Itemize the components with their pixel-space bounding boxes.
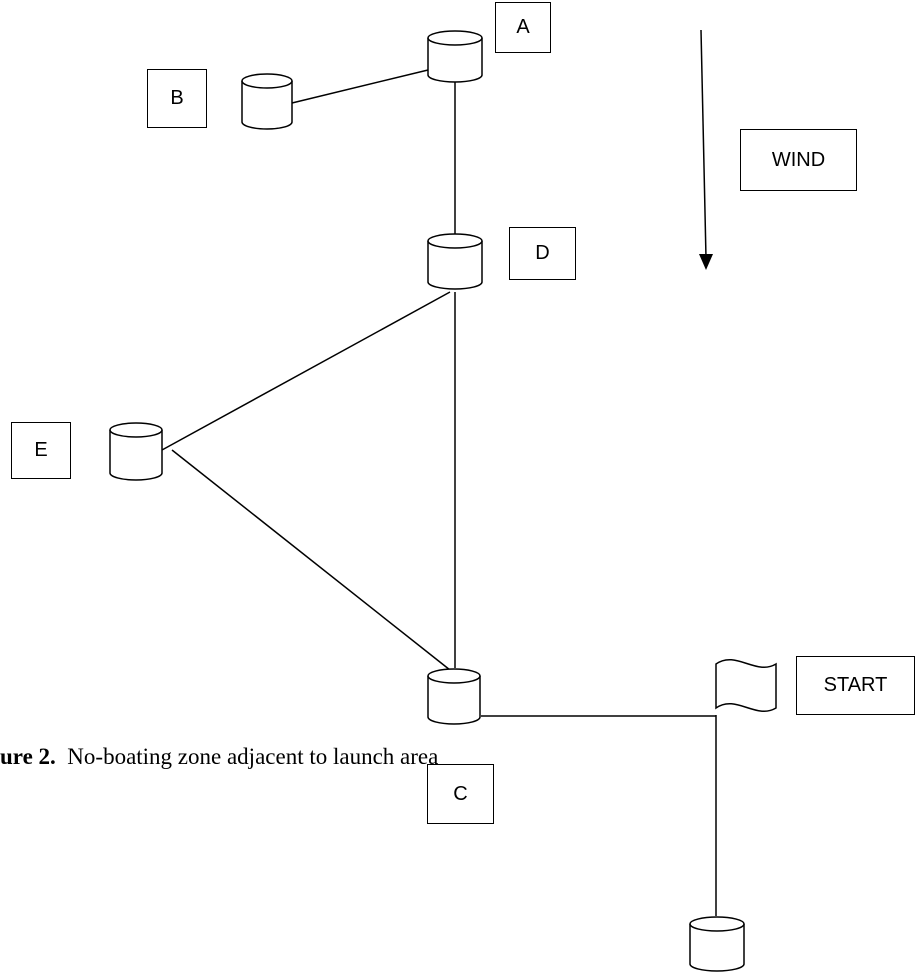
- start-flag-icon: [715, 658, 777, 712]
- label-wind: WIND: [740, 129, 857, 191]
- label-c: C: [427, 764, 494, 824]
- mark-b-buoy: [241, 73, 293, 130]
- mark-a-buoy: [427, 30, 483, 83]
- line-b-a: [291, 69, 429, 104]
- wind-arrow-shaft: [700, 29, 707, 259]
- mark-d-buoy: [427, 233, 483, 290]
- figure-caption: ure 2. No-boating zone adjacent to launc…: [0, 744, 438, 770]
- mark-c-buoy: [427, 668, 481, 725]
- caption-text: No-boating zone adjacent to launch area: [67, 744, 439, 769]
- line-d-e: [161, 291, 451, 451]
- line-e-c: [171, 449, 451, 671]
- wind-arrowhead: [699, 254, 713, 270]
- pin-end-buoy: [689, 916, 745, 972]
- label-b: B: [147, 69, 207, 128]
- label-a: A: [495, 2, 551, 53]
- caption-prefix: ure 2.: [0, 744, 56, 769]
- label-start: START: [796, 656, 915, 715]
- label-e: E: [11, 422, 71, 479]
- label-d: D: [509, 227, 576, 280]
- mark-e-buoy: [109, 422, 163, 481]
